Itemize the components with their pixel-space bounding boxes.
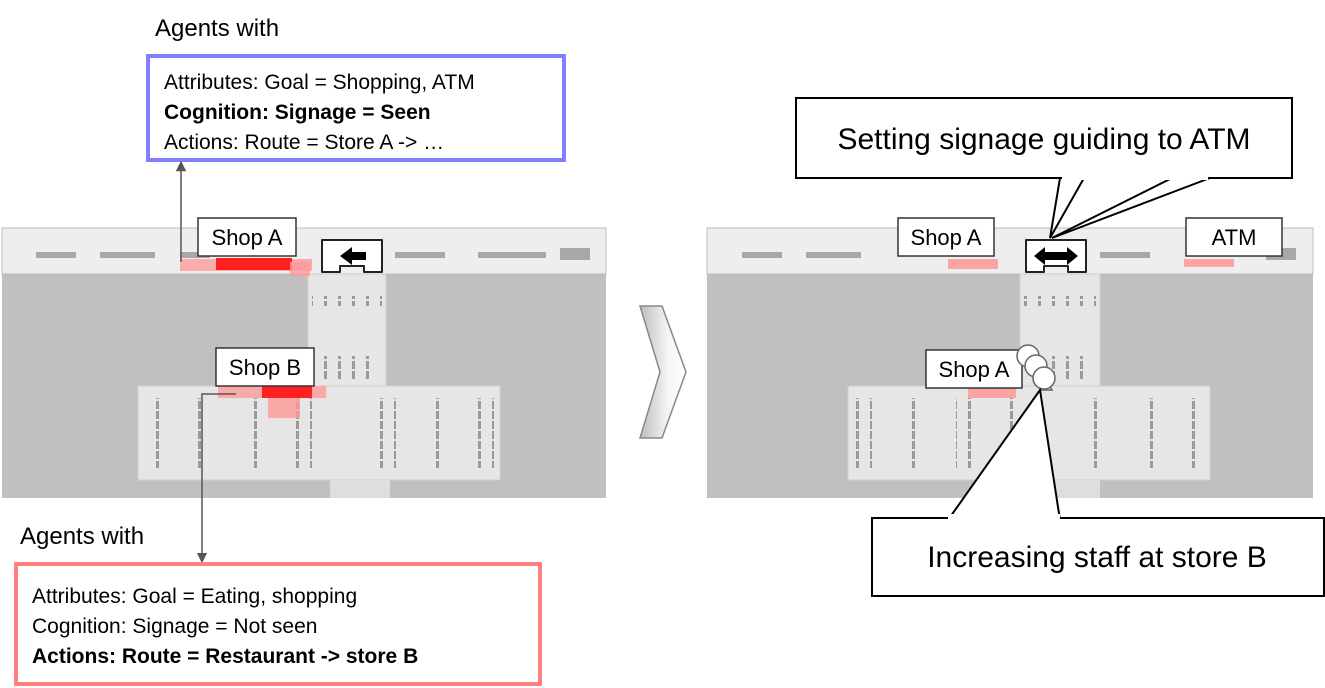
shop-a-label-box xyxy=(197,217,297,257)
signage-callout xyxy=(795,97,1293,239)
shop-a-top-label-box xyxy=(897,217,995,257)
bottom-agent-actions: Actions: Route = Restaurant -> store B xyxy=(32,645,418,668)
staff-callout-text: Increasing staff at store B xyxy=(927,541,1267,574)
staff-callout xyxy=(871,387,1325,597)
top-agent-box xyxy=(146,54,566,162)
bottom-agent-box xyxy=(14,562,542,686)
top-agent-actions: Actions: Route = Store A -> … xyxy=(164,131,444,154)
double-arrow-sign-icon xyxy=(1025,239,1087,273)
signage-callout-text: Setting signage guiding to ATM xyxy=(837,123,1250,156)
bottom-agent-cognition: Cognition: Signage = Not seen xyxy=(32,615,317,638)
top-agent-cognition: Cognition: Signage = Seen xyxy=(164,101,431,124)
top-agent-heading: Agents with xyxy=(155,15,279,42)
bottom-agent-attributes: Attributes: Goal = Eating, shopping xyxy=(32,585,357,608)
bottom-agent-connector xyxy=(196,393,236,564)
right-chevron-arrow-icon xyxy=(638,305,687,439)
shop-a-lower-label-box xyxy=(925,349,1023,389)
right-heatmap xyxy=(948,259,1234,398)
bottom-agent-heading: Agents with xyxy=(20,523,144,550)
left-heatmap xyxy=(180,258,326,418)
shop-b-label-box xyxy=(215,347,315,387)
staff-person-icon xyxy=(1016,344,1056,391)
atm-label-box xyxy=(1185,217,1283,257)
shop-a-lower-label: Shop A xyxy=(939,357,1010,382)
atm-label: ATM xyxy=(1212,225,1257,250)
left-arrow-sign-icon xyxy=(321,239,383,273)
shop-a-top-label: Shop A xyxy=(911,225,982,250)
shop-a-label: Shop A xyxy=(212,225,283,250)
top-agent-attributes: Attributes: Goal = Shopping, ATM xyxy=(164,71,475,94)
shop-b-label: Shop B xyxy=(229,355,301,380)
